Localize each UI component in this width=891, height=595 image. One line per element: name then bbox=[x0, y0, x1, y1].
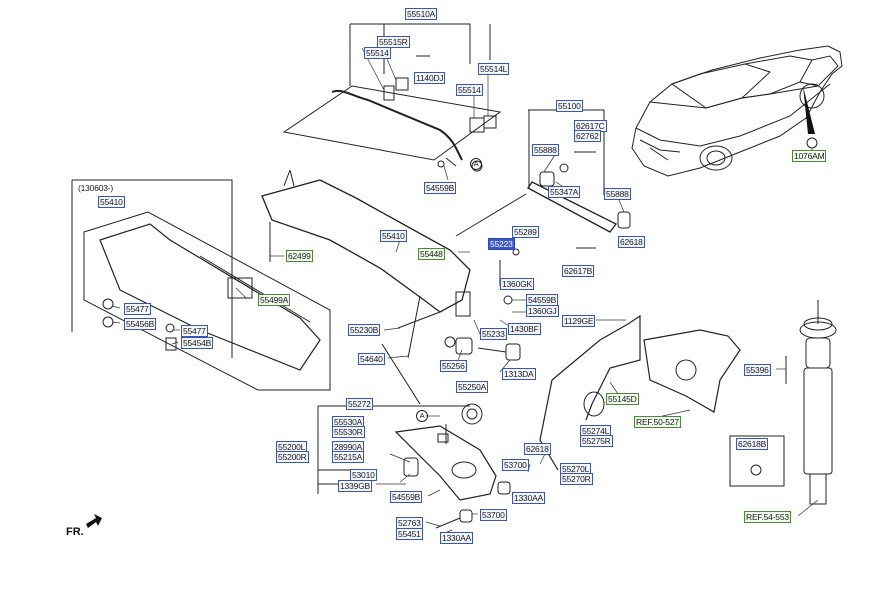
date-note-130603: (130603-) bbox=[78, 183, 114, 193]
lower-arm-group bbox=[317, 314, 741, 529]
part-label-55145D[interactable]: 55145D bbox=[606, 393, 639, 405]
part-label-55448[interactable]: 55448 bbox=[418, 248, 445, 260]
part-label-55888-b[interactable]: 55888 bbox=[604, 188, 631, 200]
part-label-54640[interactable]: 54640 bbox=[358, 353, 385, 365]
part-label-55451[interactable]: 55451 bbox=[396, 528, 423, 540]
crossmember-inset-box bbox=[71, 179, 331, 391]
reference-circle-a-top: A bbox=[470, 158, 482, 170]
part-label-1140DJ[interactable]: 1140DJ bbox=[414, 72, 446, 84]
part-label-55272[interactable]: 55272 bbox=[346, 398, 373, 410]
part-label-1076AM[interactable]: 1076AM bbox=[792, 150, 827, 162]
shock-absorber bbox=[785, 300, 837, 505]
part-label-55454B[interactable]: 55454B bbox=[181, 337, 214, 349]
part-label-55275R[interactable]: 55275R bbox=[580, 435, 613, 447]
part-label-55347A[interactable]: 55347A bbox=[548, 186, 581, 198]
part-label-1360GJ[interactable]: 1360GJ bbox=[526, 305, 559, 317]
part-label-1430BF[interactable]: 1430BF bbox=[508, 323, 541, 335]
part-label-55270R[interactable]: 55270R bbox=[560, 473, 593, 485]
part-label-1313DA[interactable]: 1313DA bbox=[502, 368, 536, 380]
part-label-55499A[interactable]: 55499A bbox=[258, 294, 291, 306]
part-label-1360GK[interactable]: 1360GK bbox=[500, 278, 534, 290]
part-label-55289[interactable]: 55289 bbox=[512, 226, 539, 238]
front-direction-arrow bbox=[86, 514, 102, 528]
part-label-55256[interactable]: 55256 bbox=[440, 360, 467, 372]
plug-part-icon bbox=[806, 137, 818, 149]
part-label-55410[interactable]: 55410 bbox=[380, 230, 407, 242]
reference-circle-a-bottom: A bbox=[416, 410, 428, 422]
part-label-1330AA-b[interactable]: 1330AA bbox=[440, 532, 474, 544]
part-label-55514-b[interactable]: 55514 bbox=[456, 84, 483, 96]
part-label-55233[interactable]: 55233 bbox=[480, 328, 507, 340]
part-label-62762[interactable]: 62762 bbox=[574, 130, 601, 142]
stabilizer-bar-group bbox=[282, 23, 502, 172]
part-label-55888-a[interactable]: 55888 bbox=[532, 144, 559, 156]
part-label-55477-a[interactable]: 55477 bbox=[124, 303, 151, 315]
part-label-55230B[interactable]: 55230B bbox=[348, 324, 381, 336]
nut-inset-box bbox=[729, 435, 785, 487]
part-label-54559B-bottom[interactable]: 54559B bbox=[390, 491, 423, 503]
part-label-55456B[interactable]: 55456B bbox=[124, 318, 157, 330]
part-label-55250A[interactable]: 55250A bbox=[456, 381, 489, 393]
part-label-55410-inset[interactable]: 55410 bbox=[98, 196, 125, 208]
part-label-54559B-top[interactable]: 54559B bbox=[424, 182, 457, 194]
part-label-55514L[interactable]: 55514L bbox=[478, 63, 510, 75]
part-label-55515R[interactable]: 55515R bbox=[377, 36, 410, 48]
part-label-62618-b[interactable]: 62618 bbox=[524, 443, 551, 455]
part-label-62499[interactable]: 62499 bbox=[286, 250, 313, 262]
part-label-1339GB[interactable]: 1339GB bbox=[338, 480, 372, 492]
front-direction-label: FR. bbox=[66, 526, 84, 538]
ref-label-54-553[interactable]: REF.54-553 bbox=[744, 511, 791, 523]
part-label-53700-b[interactable]: 53700 bbox=[480, 509, 507, 521]
part-label-55223-selected[interactable]: 55223 bbox=[488, 238, 515, 250]
part-label-55477-b[interactable]: 55477 bbox=[181, 325, 208, 337]
part-label-55396[interactable]: 55396 bbox=[744, 364, 771, 376]
part-label-62618-r[interactable]: 62618 bbox=[618, 236, 645, 248]
part-label-55200R[interactable]: 55200R bbox=[276, 451, 309, 463]
part-label-1330AA-a[interactable]: 1330AA bbox=[512, 492, 546, 504]
car-illustration bbox=[631, 45, 843, 177]
part-label-55215A[interactable]: 55215A bbox=[332, 451, 365, 463]
part-label-55510A[interactable]: 55510A bbox=[405, 8, 438, 20]
part-label-55530R[interactable]: 55530R bbox=[332, 426, 365, 438]
ref-label-50-527[interactable]: REF.50-527 bbox=[634, 416, 681, 428]
part-label-55514[interactable]: 55514 bbox=[364, 47, 391, 59]
part-label-62617B[interactable]: 62617B bbox=[562, 265, 595, 277]
part-label-62618B[interactable]: 62618B bbox=[736, 438, 769, 450]
part-label-53700-a[interactable]: 53700 bbox=[502, 459, 529, 471]
car-pointer-arrow bbox=[803, 86, 815, 134]
part-label-55100[interactable]: 55100 bbox=[556, 100, 583, 112]
part-label-1129GE[interactable]: 1129GE bbox=[562, 315, 596, 327]
